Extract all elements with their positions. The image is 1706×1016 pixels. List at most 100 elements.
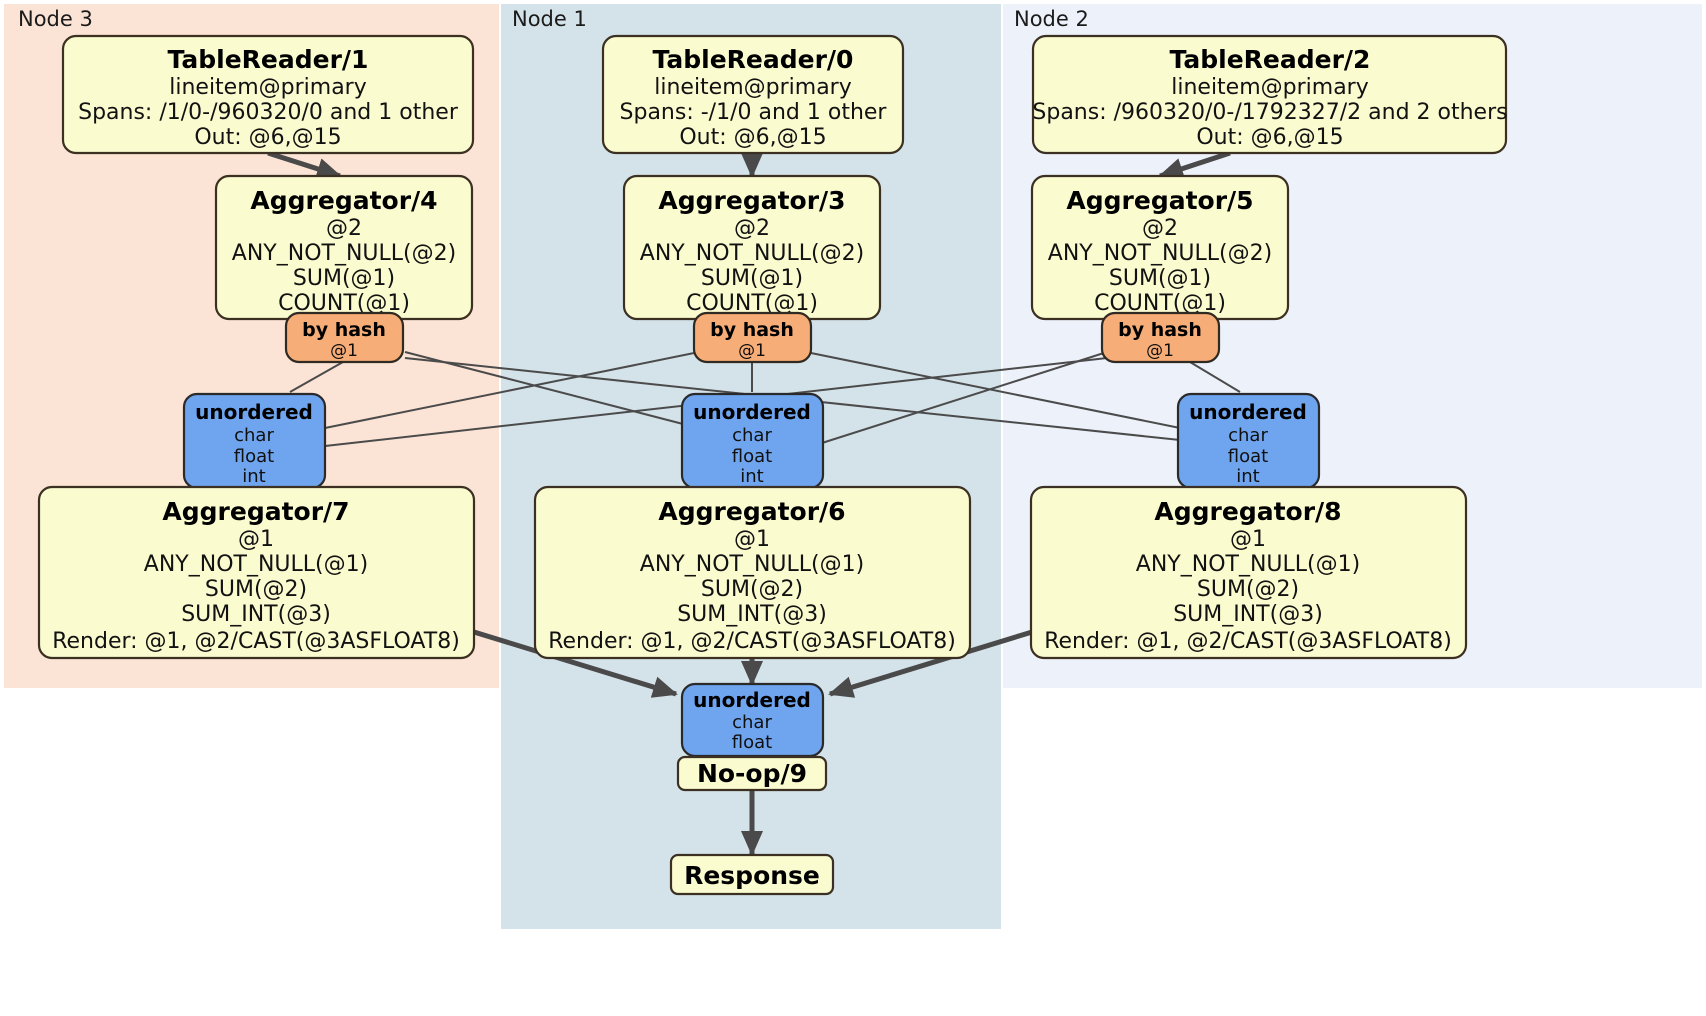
aggregator-6-func3: SUM_INT(@3)	[677, 602, 827, 627]
response-node[interactable]: Response	[669, 853, 835, 896]
no-op-9-title: No-op/9	[697, 759, 807, 788]
receiver-unordered-6-type2: float	[732, 446, 772, 467]
edge-router3-recv8	[805, 351, 1181, 429]
receiver-unordered-8-node[interactable]: unordered char float int	[1176, 392, 1321, 490]
table-reader-1-spans: Spans: /1/0-/960320/0 and 1 other	[78, 100, 459, 125]
aggregator-4-group: @2	[326, 216, 362, 241]
aggregator-8-func2: SUM(@2)	[1197, 577, 1299, 602]
receiver-unordered-7-node[interactable]: unordered char float int	[182, 392, 327, 490]
aggregator-5-func3: COUNT(@1)	[1094, 291, 1226, 316]
table-reader-2-spans: Spans: /960320/0-/1792327/2 and 2 others	[1032, 100, 1507, 125]
edge-router5-recv6	[821, 351, 1108, 444]
aggregator-6-render: Render: @1, @2/CAST(@3ASFLOAT8)	[548, 629, 956, 654]
receiver-unordered-6-type3: int	[740, 466, 763, 487]
receiver-unordered-8-title: unordered	[1189, 400, 1307, 424]
receiver-unordered-7-type1: char	[234, 425, 274, 446]
edge-router4-recv7	[289, 361, 344, 393]
aggregator-7-func3: SUM_INT(@3)	[181, 602, 331, 627]
edge-tr2-agg5	[1158, 150, 1231, 180]
router-by-hash-3-title: by hash	[710, 319, 794, 341]
table-reader-2-title: TableReader/2	[1170, 45, 1371, 74]
receiver-unordered-8-type3: int	[1236, 466, 1259, 487]
table-reader-2-out: Out: @6,@15	[1196, 125, 1343, 150]
aggregator-3-group: @2	[734, 216, 770, 241]
aggregator-8-node[interactable]: Aggregator/8 @1 ANY_NOT_NULL(@1) SUM(@2)…	[1029, 485, 1468, 660]
receiver-unordered-6-type1: char	[732, 425, 772, 446]
receiver-unordered-9-node[interactable]: unordered char float	[680, 682, 825, 758]
router-by-hash-5-box	[1100, 311, 1221, 364]
aggregator-5-func1: ANY_NOT_NULL(@2)	[1048, 241, 1272, 266]
aggregator-8-func3: SUM_INT(@3)	[1173, 602, 1323, 627]
receiver-unordered-6-node[interactable]: unordered char float int	[680, 392, 825, 490]
router-by-hash-3-column: @1	[738, 341, 766, 361]
edge-agg8-recv9	[828, 629, 1033, 698]
aggregator-8-title: Aggregator/8	[1154, 497, 1341, 526]
receiver-unordered-8-type2: float	[1228, 446, 1268, 467]
aggregator-6-title: Aggregator/6	[658, 497, 845, 526]
aggregator-6-group: @1	[734, 527, 770, 552]
aggregator-7-func2: SUM(@2)	[205, 577, 307, 602]
receiver-unordered-9-type2: float	[732, 732, 772, 753]
router-by-hash-5-node[interactable]: by hash @1	[1100, 311, 1221, 364]
edge-router5-recv8	[1189, 361, 1241, 393]
router-by-hash-5-column: @1	[1146, 341, 1174, 361]
receiver-unordered-9-title: unordered	[693, 688, 811, 712]
panel-label-node3: Node 3	[18, 7, 93, 31]
aggregator-3-func3: COUNT(@1)	[686, 291, 818, 316]
router-by-hash-3-node[interactable]: by hash @1	[692, 311, 813, 364]
response-title: Response	[684, 861, 820, 890]
aggregator-3-node[interactable]: Aggregator/3 @2 ANY_NOT_NULL(@2) SUM(@1)…	[622, 174, 882, 321]
aggregator-5-group: @2	[1142, 216, 1178, 241]
aggregator-7-node[interactable]: Aggregator/7 @1 ANY_NOT_NULL(@1) SUM(@2)…	[37, 485, 476, 660]
table-reader-2-node[interactable]: TableReader/2 lineitem@primary Spans: /9…	[1031, 34, 1508, 155]
router-by-hash-4-column: @1	[330, 341, 358, 361]
table-reader-0-node[interactable]: TableReader/0 lineitem@primary Spans: -/…	[601, 34, 905, 155]
aggregator-8-box	[1029, 485, 1468, 660]
aggregator-7-box	[37, 485, 476, 660]
panel-label-node1: Node 1	[512, 7, 587, 31]
aggregator-4-title: Aggregator/4	[250, 186, 437, 215]
aggregator-5-func2: SUM(@1)	[1109, 266, 1211, 291]
aggregator-3-func2: SUM(@1)	[701, 266, 803, 291]
table-reader-1-node[interactable]: TableReader/1 lineitem@primary Spans: /1…	[61, 34, 475, 155]
router-by-hash-5-title: by hash	[1118, 319, 1202, 341]
receiver-unordered-8-type1: char	[1228, 425, 1268, 446]
aggregator-8-render: Render: @1, @2/CAST(@3ASFLOAT8)	[1044, 629, 1452, 654]
aggregator-8-group: @1	[1230, 527, 1266, 552]
response-box	[669, 853, 835, 896]
no-op-9-box	[676, 755, 828, 792]
table-reader-0-title: TableReader/0	[653, 45, 854, 74]
table-reader-2-table: lineitem@primary	[1171, 75, 1369, 100]
aggregator-4-node[interactable]: Aggregator/4 @2 ANY_NOT_NULL(@2) SUM(@1)…	[214, 174, 474, 321]
table-reader-0-box	[601, 34, 905, 155]
aggregator-3-func1: ANY_NOT_NULL(@2)	[640, 241, 864, 266]
panel-label-node2: Node 2	[1014, 7, 1089, 31]
table-reader-0-out: Out: @6,@15	[679, 125, 826, 150]
table-reader-0-table: lineitem@primary	[654, 75, 852, 100]
aggregator-5-node[interactable]: Aggregator/5 @2 ANY_NOT_NULL(@2) SUM(@1)…	[1030, 174, 1290, 321]
table-reader-1-title: TableReader/1	[168, 45, 369, 74]
aggregator-7-group: @1	[238, 527, 274, 552]
router-by-hash-4-box	[284, 311, 405, 364]
receiver-unordered-7-title: unordered	[195, 400, 313, 424]
table-reader-0-spans: Spans: -/1/0 and 1 other	[620, 100, 888, 125]
router-by-hash-3-box	[692, 311, 813, 364]
aggregator-6-box	[533, 485, 972, 660]
router-by-hash-4-node[interactable]: by hash @1	[284, 311, 405, 364]
aggregator-3-title: Aggregator/3	[658, 186, 845, 215]
table-reader-1-table: lineitem@primary	[169, 75, 367, 100]
no-op-9-node[interactable]: No-op/9	[676, 755, 828, 792]
receiver-unordered-7-type2: float	[234, 446, 274, 467]
aggregator-6-node[interactable]: Aggregator/6 @1 ANY_NOT_NULL(@1) SUM(@2)…	[533, 485, 972, 660]
aggregator-7-func1: ANY_NOT_NULL(@1)	[144, 552, 368, 577]
edge-agg7-recv9	[473, 629, 678, 698]
aggregator-7-render: Render: @1, @2/CAST(@3ASFLOAT8)	[52, 629, 460, 654]
table-reader-2-box	[1031, 34, 1508, 155]
receiver-unordered-7-type3: int	[242, 466, 265, 487]
aggregator-7-title: Aggregator/7	[162, 497, 349, 526]
aggregator-5-title: Aggregator/5	[1066, 186, 1253, 215]
aggregator-4-func3: COUNT(@1)	[278, 291, 410, 316]
aggregator-4-func1: ANY_NOT_NULL(@2)	[232, 241, 456, 266]
